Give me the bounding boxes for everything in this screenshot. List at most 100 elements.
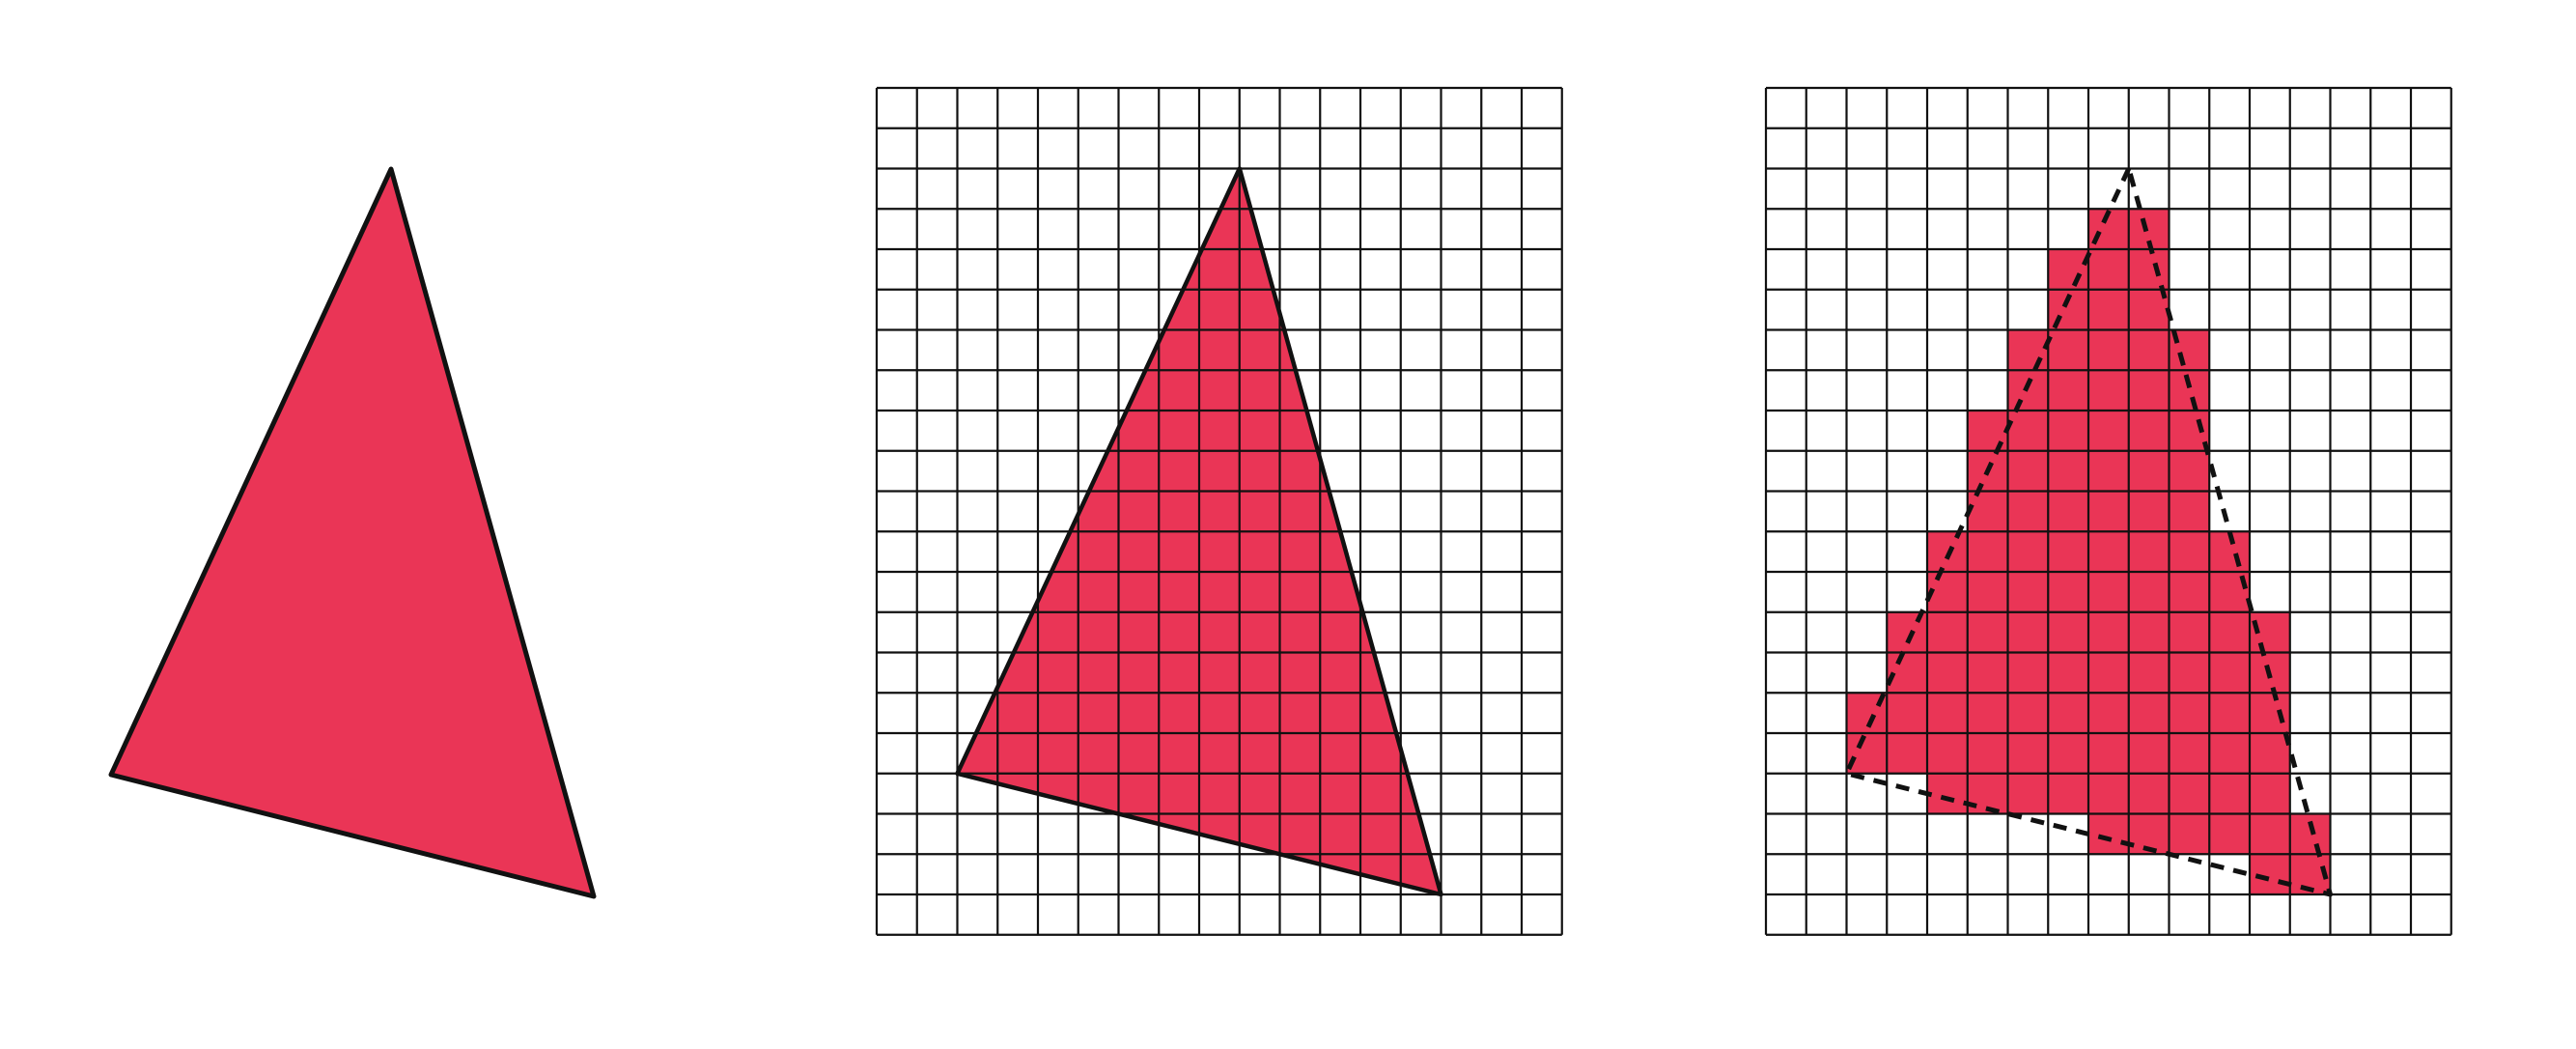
- raster-cell: [2169, 773, 2210, 814]
- raster-cell: [2128, 370, 2170, 411]
- raster-cell: [2048, 370, 2088, 411]
- panel-triangle-on-grid: [875, 86, 1563, 936]
- raster-cell: [2088, 450, 2129, 492]
- raster-cell: [2128, 733, 2170, 774]
- raster-cell: [2007, 572, 2049, 612]
- raster-cell: [2088, 813, 2129, 855]
- raster-cell: [2088, 733, 2129, 774]
- raster-cell: [2048, 491, 2088, 532]
- raster-cell: [2169, 813, 2210, 855]
- raster-cell: [1927, 611, 1968, 653]
- raster-cell: [2209, 611, 2250, 653]
- raster-cell: [2289, 813, 2331, 855]
- raster-cell: [1967, 693, 2008, 733]
- raster-cell: [2048, 652, 2088, 694]
- raster-cell: [2209, 693, 2250, 733]
- raster-cell: [2048, 249, 2088, 290]
- raster-cell: [1927, 531, 1968, 572]
- raster-cell: [2088, 289, 2129, 330]
- raster-cell: [2169, 611, 2210, 653]
- raster-cell: [1967, 572, 2008, 612]
- raster-cell: [1846, 733, 1888, 774]
- raster-cell: [2128, 249, 2170, 290]
- raster-cell: [2088, 411, 2129, 451]
- raster-cell: [2128, 329, 2170, 371]
- raster-cell: [2169, 370, 2210, 411]
- raster-cell: [2088, 773, 2129, 814]
- raster-cell: [2088, 329, 2129, 371]
- raster-cell: [2088, 611, 2129, 653]
- raster-cell: [2007, 652, 2049, 694]
- raster-cell: [2209, 773, 2250, 814]
- raster-cell: [1967, 491, 2008, 532]
- raster-cell: [1927, 693, 1968, 733]
- raster-cell: [2088, 370, 2129, 411]
- raster-cell: [2088, 652, 2129, 694]
- pixel-grid: [1764, 86, 2452, 936]
- raster-cell: [2128, 773, 2170, 814]
- raster-cell: [2169, 572, 2210, 612]
- raster-cell: [2169, 652, 2210, 694]
- raster-cell: [2048, 531, 2088, 572]
- raster-cell: [2048, 693, 2088, 733]
- raster-cell: [2128, 611, 2170, 653]
- raster-cell: [2007, 531, 2049, 572]
- raster-cell: [2048, 450, 2088, 492]
- panel-continuous-triangle: [108, 166, 597, 899]
- raster-cell: [2048, 733, 2088, 774]
- raster-cell: [2088, 491, 2129, 532]
- raster-cell: [1967, 652, 2008, 694]
- raster-cell: [2048, 572, 2088, 612]
- raster-cell: [2007, 329, 2049, 371]
- raster-cell: [2128, 491, 2170, 532]
- raster-cell: [1887, 693, 1927, 733]
- raster-cell: [2088, 693, 2129, 733]
- raster-cell: [2007, 611, 2049, 653]
- raster-cell: [1887, 733, 1927, 774]
- raster-cell: [2007, 773, 2049, 814]
- pixel-grid-overlay: [875, 86, 1563, 936]
- raster-cell: [1967, 611, 2008, 653]
- raster-cell: [2128, 572, 2170, 612]
- rasterized-pixel-cells: [1846, 209, 2331, 894]
- raster-cell: [2088, 249, 2129, 290]
- raster-cell: [1927, 773, 1968, 814]
- raster-cell: [2128, 531, 2170, 572]
- raster-cell: [1887, 652, 1927, 694]
- raster-cell: [2048, 773, 2088, 814]
- raster-cell: [2048, 411, 2088, 451]
- raster-cell: [1927, 733, 1968, 774]
- raster-cell: [2128, 411, 2170, 451]
- raster-cell: [2128, 693, 2170, 733]
- raster-cell: [2007, 491, 2049, 532]
- panel-rasterized-pixels: [1764, 86, 2452, 936]
- raster-cell: [2169, 531, 2210, 572]
- raster-cell: [2007, 733, 2049, 774]
- raster-cell: [2209, 652, 2250, 694]
- raster-cell: [2169, 693, 2210, 733]
- triangle-outline: [955, 166, 1443, 897]
- dashed-triangle-outline: [1844, 166, 2333, 897]
- raster-cell: [2048, 611, 2088, 653]
- raster-cell: [2169, 491, 2210, 532]
- raster-cell: [2088, 531, 2129, 572]
- raster-cell: [2007, 450, 2049, 492]
- raster-cell: [2088, 572, 2129, 612]
- triangle-shape: [108, 166, 597, 899]
- raster-cell: [2250, 733, 2290, 774]
- raster-cell: [1967, 733, 2008, 774]
- raster-cell: [2250, 854, 2290, 894]
- raster-cell: [2250, 773, 2290, 814]
- raster-cell: [2250, 813, 2290, 855]
- raster-cell: [2250, 693, 2290, 733]
- raster-cell: [2169, 450, 2210, 492]
- raster-cell: [2007, 411, 2049, 451]
- raster-cell: [2209, 733, 2250, 774]
- raster-cell: [1967, 531, 2008, 572]
- raster-cell: [2048, 329, 2088, 371]
- raster-cell: [2007, 693, 2049, 733]
- raster-cell: [2128, 652, 2170, 694]
- raster-cell: [2128, 450, 2170, 492]
- raster-cell: [2209, 813, 2250, 855]
